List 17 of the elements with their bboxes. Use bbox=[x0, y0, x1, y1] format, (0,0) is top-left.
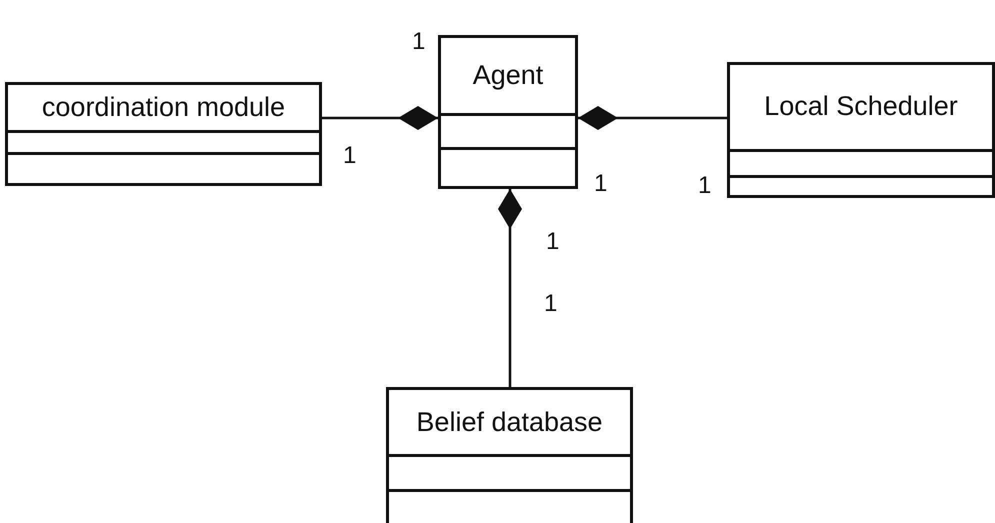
multiplicity-label: 1 bbox=[412, 28, 426, 56]
class-name: Agent bbox=[472, 60, 544, 91]
multiplicity-label: 1 bbox=[698, 172, 712, 200]
multiplicity-label: 1 bbox=[594, 170, 608, 198]
multiplicity-label: 1 bbox=[343, 142, 356, 170]
class-name: Belief database bbox=[416, 406, 603, 438]
multiplicity-label: 1 bbox=[544, 290, 558, 318]
composition-line bbox=[322, 106, 438, 130]
composition-line bbox=[498, 189, 522, 387]
class-box bbox=[386, 387, 633, 523]
multiplicity-label: 1 bbox=[546, 228, 560, 256]
composition-line bbox=[578, 106, 727, 130]
class-box bbox=[438, 35, 578, 189]
class-name: Local Scheduler bbox=[764, 91, 958, 122]
class-name: coordination module bbox=[42, 92, 286, 124]
class-box bbox=[5, 82, 322, 186]
class-box bbox=[727, 62, 995, 198]
